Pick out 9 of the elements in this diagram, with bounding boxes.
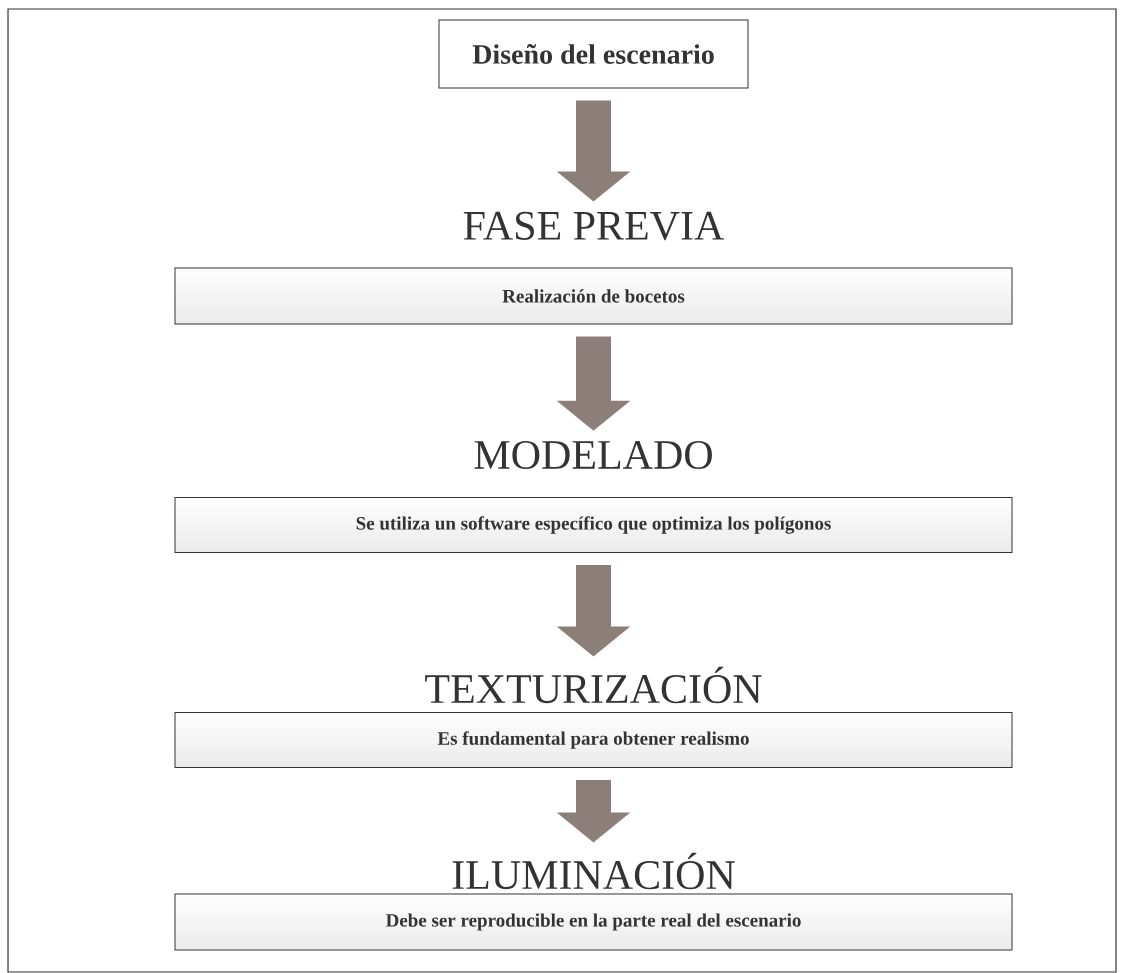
stage-box: Debe ser reproducible en la parte real del escenario — [174, 893, 1013, 951]
title-box: Diseño del escenario — [438, 19, 749, 89]
stage-heading: TEXTURIZACIÓN — [425, 666, 762, 704]
stage-heading: FASE PREVIA — [463, 211, 724, 241]
stage-box: Realización de bocetos — [174, 267, 1013, 325]
stage-box: Se utiliza un software específico que optimiza los polígonos — [174, 497, 1013, 553]
stage-box: Es fundamental para obtener realismo — [174, 712, 1013, 768]
stage-heading: MODELADO — [474, 440, 712, 470]
stage-heading: ILUMINACIÓN — [452, 852, 735, 890]
